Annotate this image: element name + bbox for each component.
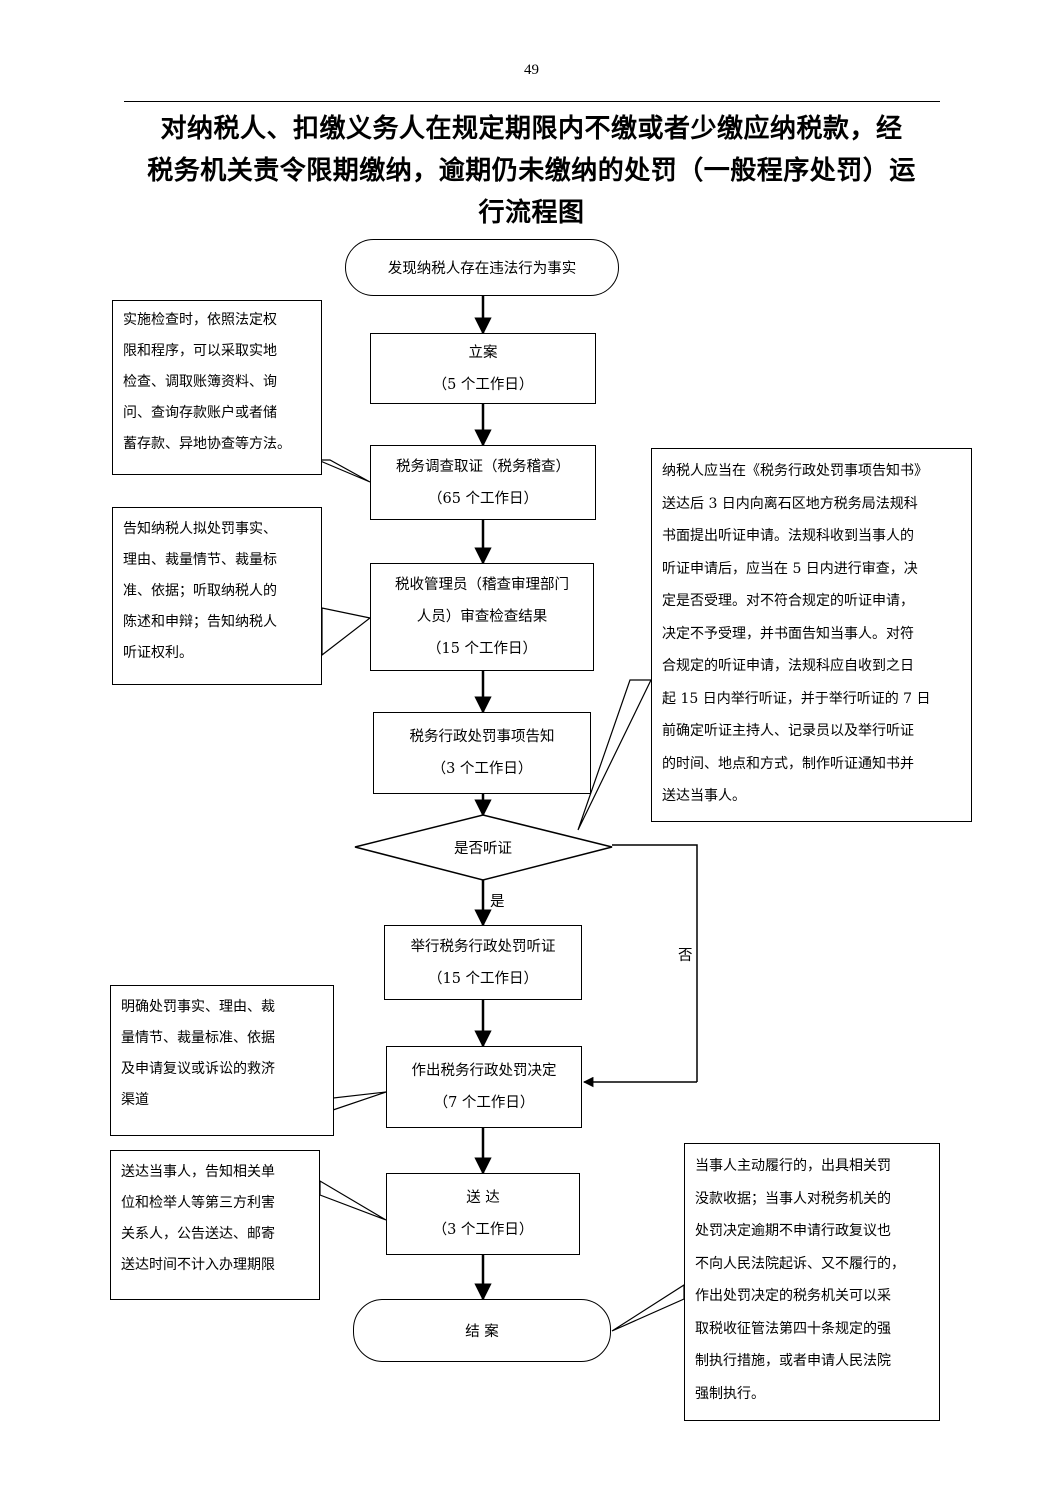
note-line: 的时间、地点和方式，制作听证通知书并: [662, 755, 914, 772]
note-line: 实施检查时，依照法定权: [123, 312, 277, 328]
note-line: 渠道: [121, 1092, 149, 1108]
notice-time: （3 个工作日）: [431, 761, 533, 777]
note-line: 准、依据；听取纳税人的: [123, 583, 277, 599]
yes-label: 是: [490, 894, 505, 910]
document-title: 对纳税人、扣缴义务人在规定期限内不缴或者少缴应纳税款，经 税务机关责令限期缴纳，…: [100, 108, 963, 234]
callout-pointer-decision: [332, 1091, 387, 1111]
filing-label: 立案: [468, 344, 498, 361]
note-line: 送达当事人。: [662, 788, 746, 804]
note-line: 书面提出听证申请。法规科收到当事人的: [662, 528, 914, 544]
note-line: 关系人，公告送达、邮寄: [121, 1226, 275, 1242]
end-terminal: 结 案: [353, 1299, 611, 1362]
title-line-1: 对纳税人、扣缴义务人在规定期限内不缴或者少缴应纳税款，经: [160, 114, 903, 144]
filing-time: （5 个工作日）: [432, 376, 534, 393]
penalty-decision-box: 作出税务行政处罚决定 （7 个工作日）: [386, 1046, 582, 1128]
penalty-decision-label: 作出税务行政处罚决定: [411, 1063, 557, 1079]
no-branch-line: [612, 844, 698, 1082]
penalty-decision-time: （7 个工作日）: [433, 1095, 535, 1111]
note-line: 作出处罚决定的税务机关可以采: [695, 1288, 891, 1304]
review-box: 税收管理员（稽查审理部门 人员）审查检查结果 （15 个工作日）: [370, 563, 594, 671]
note-line: 送达时间不计入办理期限: [121, 1257, 275, 1273]
note-line: 决定不予受理，并书面告知当事人。对符: [662, 625, 914, 642]
note-line: 明确处罚事实、理由、裁: [121, 999, 275, 1015]
note-line: 告知纳税人拟处罚事实、: [123, 521, 277, 537]
note-line: 听证申请后，应当在 5 日内进行审查，决: [662, 560, 918, 577]
end-label: 结 案: [465, 1324, 499, 1340]
note-line: 制执行措施，或者申请人民法院: [695, 1353, 891, 1369]
note-line: 合规定的听证申请，法规科应自收到之日: [662, 658, 914, 674]
note-line: 没款收据；当事人对税务机关的: [695, 1190, 891, 1207]
review-time: （15 个工作日）: [426, 641, 538, 657]
note-inform: 告知纳税人拟处罚事实、 理由、裁量情节、裁量标 准、依据；听取纳税人的 陈述和申…: [112, 507, 322, 685]
review-label-2: 人员）审查检查结果: [416, 609, 548, 625]
start-terminal: 发现纳税人存在违法行为事实: [345, 239, 619, 296]
note-line: 蓄存款、异地协查等方法。: [123, 436, 291, 452]
note-line: 强制执行。: [695, 1385, 765, 1402]
note-line: 纳税人应当在《税务行政处罚事项告知书》: [662, 463, 928, 479]
note-line: 起 15 日内举行听证，并于举行听证的 7 日: [662, 690, 931, 707]
note-line: 前确定听证主持人、记录员以及举行听证: [662, 723, 914, 739]
callout-pointer-delivery: [319, 1179, 387, 1221]
header-rule: [124, 101, 940, 102]
note-line: 问、查询存款账户或者储: [123, 405, 277, 421]
note-enforcement: 当事人主动履行的，出具相关罚 没款收据；当事人对税务机关的 处罚决定逾期不申请行…: [684, 1143, 940, 1421]
filing-box: 立案 （5 个工作日）: [370, 333, 596, 404]
note-line: 听证权利。: [123, 645, 193, 661]
note-line: 理由、裁量情节、裁量标: [123, 552, 277, 568]
note-line: 定是否受理。对不符合规定的听证申请，: [662, 593, 914, 609]
review-label-1: 税收管理员（稽查审理部门: [395, 577, 569, 593]
note-inspection: 实施检查时，依照法定权 限和程序，可以采取实地 检查、调取账簿资料、询 问、查询…: [112, 300, 322, 475]
note-line: 不向人民法院起诉、又不履行的，: [695, 1255, 905, 1272]
note-line: 陈述和申辩；告知纳税人: [123, 614, 277, 630]
delivery-time: （3 个工作日）: [432, 1222, 534, 1238]
note-line: 位和检举人等第三方利害: [121, 1195, 275, 1211]
decision-question: 是否听证: [454, 841, 512, 857]
callout-pointer-enforcement: [611, 1283, 685, 1332]
note-hearing-rules: 纳税人应当在《税务行政处罚事项告知书》 送达后 3 日内向离石区地方税务局法规科…: [651, 448, 972, 822]
callout-pointer-inform: [321, 607, 372, 657]
hearing-time: （15 个工作日）: [427, 970, 539, 987]
note-line: 量情节、裁量标准、依据: [121, 1030, 275, 1046]
hearing-box: 举行税务行政处罚听证 （15 个工作日）: [384, 925, 582, 1000]
note-delivery-rules: 送达当事人，告知相关单 位和检举人等第三方利害 关系人，公告送达、邮寄 送达时间…: [110, 1150, 320, 1300]
note-decision-content: 明确处罚事实、理由、裁 量情节、裁量标准、依据 及申请复议或诉讼的救济 渠道: [110, 985, 334, 1136]
title-line-2: 税务机关责令限期缴纳，逾期仍未缴纳的处罚（一般程序处罚）运: [147, 156, 916, 186]
note-line: 处罚决定逾期不申请行政复议也: [695, 1223, 891, 1239]
hearing-label: 举行税务行政处罚听证: [410, 938, 556, 955]
investigation-time: （65 个工作日）: [427, 490, 539, 507]
delivery-box: 送 达 （3 个工作日）: [386, 1173, 580, 1255]
note-line: 限和程序，可以采取实地: [123, 343, 277, 359]
note-line: 检查、调取账簿资料、询: [123, 374, 277, 390]
note-line: 送达当事人，告知相关单: [121, 1164, 275, 1180]
callout-pointer-hearing: [577, 679, 652, 831]
investigation-label: 税务调查取证（税务稽查）: [396, 458, 570, 475]
callout-pointer-inspection: [317, 459, 371, 483]
note-line: 取税收征管法第四十条规定的强: [695, 1320, 891, 1337]
decision-diamond: [354, 814, 613, 881]
notice-label: 税务行政处罚事项告知: [409, 729, 555, 745]
note-line: 及申请复议或诉讼的救济: [121, 1061, 275, 1077]
notice-box: 税务行政处罚事项告知 （3 个工作日）: [373, 712, 591, 794]
title-line-3: 行流程图: [478, 198, 585, 228]
note-line: 当事人主动履行的，出具相关罚: [695, 1158, 891, 1174]
note-line: 送达后 3 日内向离石区地方税务局法规科: [662, 495, 918, 512]
no-label: 否: [678, 948, 693, 964]
delivery-label: 送 达: [466, 1190, 500, 1206]
investigation-box: 税务调查取证（税务稽查） （65 个工作日）: [370, 445, 596, 520]
page-number: 49: [524, 62, 539, 78]
start-label: 发现纳税人存在违法行为事实: [387, 261, 577, 277]
